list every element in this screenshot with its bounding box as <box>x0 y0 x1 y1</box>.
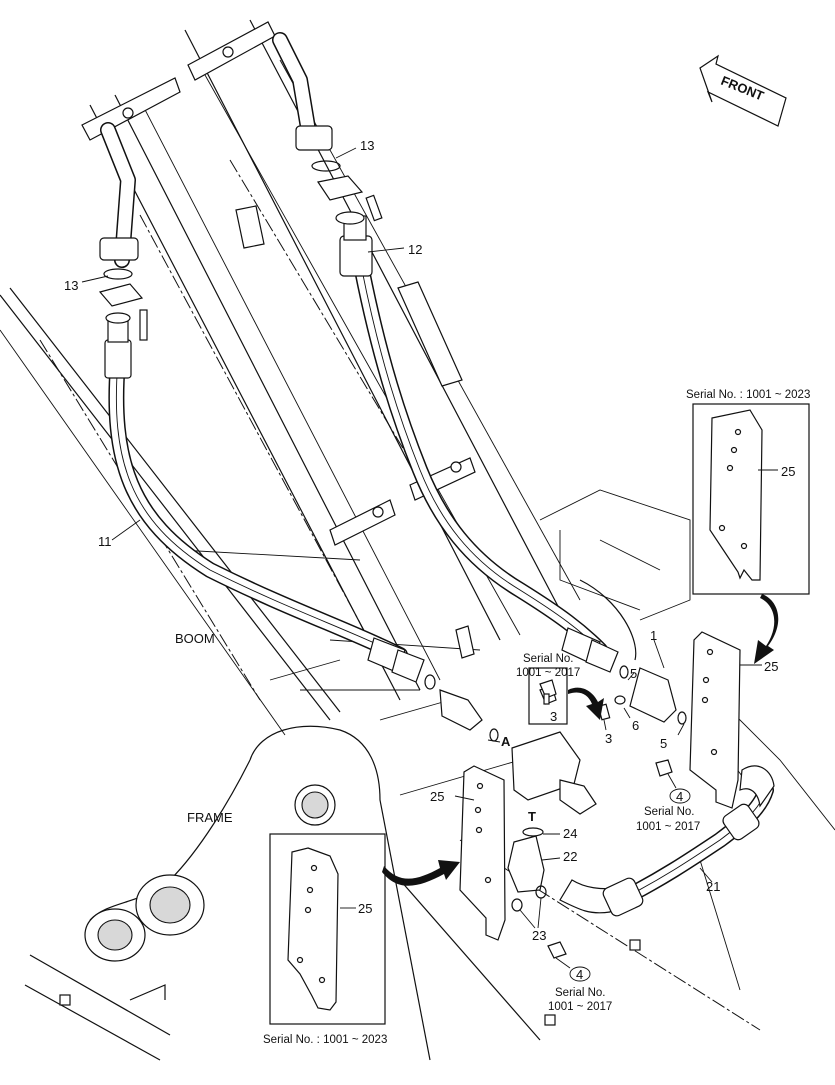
front-arrow: FRONT <box>699 54 787 127</box>
serial-top: Serial No. : 1001 ~ 2023 <box>686 389 810 401</box>
callout-24: 24 <box>563 826 577 841</box>
callout-25-top: 25 <box>781 464 795 479</box>
bracket-25-right <box>689 631 741 809</box>
serial-bottom: Serial No. : 1001 ~ 2023 <box>263 1034 387 1046</box>
detail-box-bottom <box>269 833 386 1025</box>
callout-5-lower: 5 <box>660 736 667 751</box>
callout-numbers: 13 13 12 11 25 25 25 25 1 5 6 5 3 3 4 4 … <box>64 138 795 982</box>
callout-22: 22 <box>563 849 577 864</box>
hose-12 <box>272 32 619 673</box>
callout-3: 3 <box>605 731 612 746</box>
callout-4-right: 4 <box>676 789 683 804</box>
text-labels: BOOM FRAME A T Serial No. : 1001 ~ 2023 … <box>175 389 810 1046</box>
seal-13-upper <box>311 160 383 222</box>
callout-21: 21 <box>706 879 720 894</box>
port-t-label: T <box>528 809 536 824</box>
callout-25-mid: 25 <box>430 789 444 804</box>
serial-low-line1: Serial No. <box>555 987 606 999</box>
callout-4-low-circle: 4 <box>569 966 591 982</box>
callout-25-right: 25 <box>764 659 778 674</box>
leader-lines <box>81 147 778 969</box>
serial-right-line2: 1001 ~ 2017 <box>636 821 700 833</box>
serial-low-line2: 1001 ~ 2017 <box>548 1001 612 1013</box>
frame-structure <box>24 489 835 1061</box>
serial-mid-line1: Serial No. <box>523 653 574 665</box>
bracket-25-mid <box>459 765 506 941</box>
callout-1: 1 <box>650 628 657 643</box>
seal-13-left <box>98 268 148 341</box>
detail-box-small <box>528 667 568 725</box>
boom-label: BOOM <box>175 631 215 646</box>
callout-4-low: 4 <box>576 967 583 982</box>
callout-12: 12 <box>408 242 422 257</box>
pointer-arrows <box>382 594 779 886</box>
callout-11: 11 <box>98 534 112 549</box>
callout-23: 23 <box>532 928 546 943</box>
detail-a-label: A <box>501 734 511 749</box>
frame-label: FRAME <box>187 810 233 825</box>
hose-21 <box>559 765 775 917</box>
callout-4-right-circle: 4 <box>669 788 691 804</box>
callout-13-left: 13 <box>64 278 78 293</box>
callout-25-bottom: 25 <box>358 901 372 916</box>
serial-mid-line2: 1001 ~ 2017 <box>516 667 580 679</box>
detail-box-top <box>692 403 810 595</box>
hose-11 <box>99 122 425 683</box>
callout-6: 6 <box>632 718 639 733</box>
fittings <box>424 665 687 959</box>
serial-right-line1: Serial No. <box>644 806 695 818</box>
callout-3-box: 3 <box>550 709 557 724</box>
callout-5-upper: 5 <box>630 666 637 681</box>
callout-13-upper: 13 <box>360 138 374 153</box>
